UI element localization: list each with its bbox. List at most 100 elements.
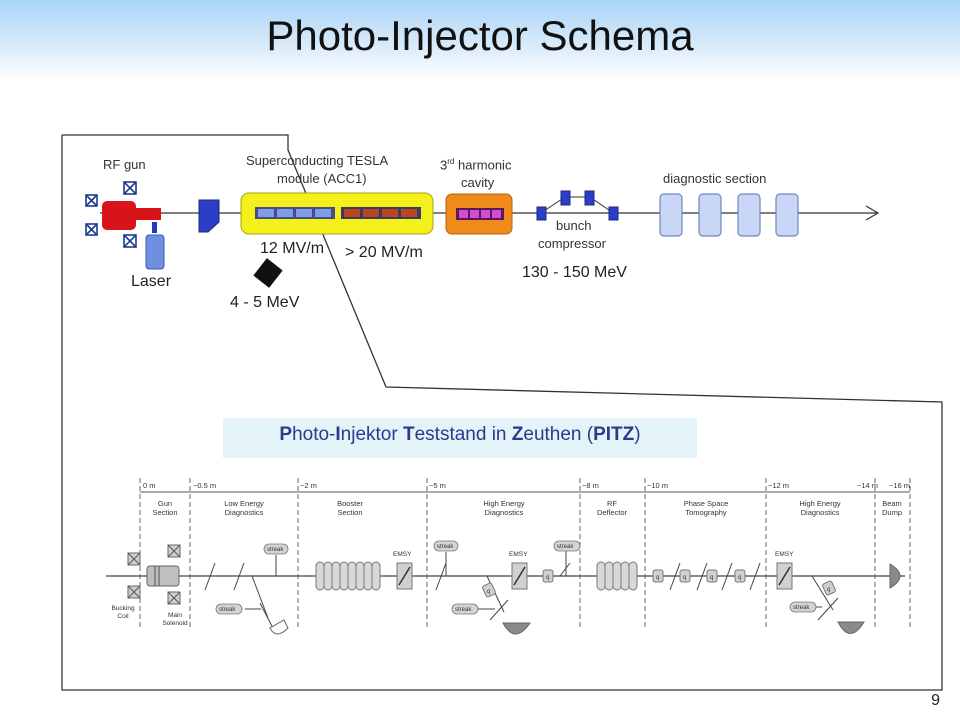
section-booster-1: Booster <box>337 499 363 508</box>
harmonic-prefix: 3 <box>440 157 448 173</box>
section-hed2-1: High Energy <box>799 499 841 508</box>
pitz-w4b: euthen ( <box>523 424 594 445</box>
title-band <box>0 0 960 80</box>
streak-label-3: streak <box>437 544 454 550</box>
harmonic-rest: harmonic <box>454 157 512 173</box>
pitz-banner <box>223 418 697 458</box>
tesla-label-line2: module (ACC1) <box>277 171 367 186</box>
tesla-module <box>240 192 434 235</box>
chicane-magnets <box>536 190 619 221</box>
booster-cavity <box>315 561 381 591</box>
laser-label: Laser <box>131 273 172 290</box>
gun-coils <box>85 181 137 248</box>
page-number: 9 <box>931 692 940 709</box>
harmonic-sup: rd <box>447 157 455 166</box>
bunch-label-line1: bunch <box>556 218 592 233</box>
pitz-w6: ) <box>634 424 641 445</box>
rf-gun-body <box>102 201 161 230</box>
diagnostic-label: diagnostic section <box>663 171 767 186</box>
emsy-label-3: EMSY <box>775 551 794 558</box>
high-energy-parts-1 <box>433 540 581 615</box>
distance-14: ~14 m <box>857 481 878 490</box>
pitz-w3b: eststand in <box>414 424 512 445</box>
bucking-coil-1: Bucking <box>111 605 135 612</box>
field-12-label: 12 MV/m <box>260 240 325 257</box>
distance-10: ~10 m <box>647 481 668 490</box>
distance-8: ~8 m <box>582 481 599 490</box>
section-led-2: Diagnostics <box>225 508 264 517</box>
section-rf-1: RF <box>607 499 617 508</box>
section-hed-1: High Energy <box>483 499 525 508</box>
main-solenoid-2: Solenoid <box>162 620 188 627</box>
streak-label-1: streak <box>267 547 284 553</box>
chicane-path <box>540 196 614 214</box>
section-dump-2: Dump <box>882 508 902 517</box>
beam-arrow-head <box>865 205 880 221</box>
section-labels: Gun Section Low Energy Diagnostics Boost… <box>152 499 902 517</box>
section-hed2-2: Diagnostics <box>801 508 840 517</box>
section-led-1: Low Energy <box>224 499 264 508</box>
bucking-coil-2: Coil <box>117 613 129 620</box>
slide-title: Photo-Injector Schema <box>266 12 694 59</box>
diagnostic-units <box>659 193 799 237</box>
low-energy-dump <box>253 258 283 288</box>
high-energy-parts-2 <box>776 562 836 613</box>
pitz-w2b: njektor <box>340 424 403 445</box>
distance-05: ~0.5 m <box>193 481 216 490</box>
section-pst-2: Tomography <box>685 508 727 517</box>
energy-low-label: 4 - 5 MeV <box>230 294 300 311</box>
q-label-6: q <box>738 575 741 581</box>
tesla-label-line1: Superconducting TESLA <box>246 153 389 168</box>
pitz-title: Photo-Injektor Teststand in Zeuthen (PIT… <box>223 424 697 446</box>
streak-label-5: streak <box>557 544 574 550</box>
section-hed-2: Diagnostics <box>485 508 524 517</box>
rf-gun-label: RF gun <box>103 157 146 172</box>
streak-label-4: streak <box>455 607 472 613</box>
distance-0: 0 m <box>143 481 156 490</box>
q-label-7: q <box>827 587 830 593</box>
section-pst-1: Phase Space <box>684 499 729 508</box>
zoom-outline <box>61 134 943 691</box>
field-20-label: > 20 MV/m <box>345 244 423 261</box>
pitz-w4a: Z <box>511 424 524 445</box>
q-label-4: q <box>683 575 686 581</box>
q-label-5: q <box>710 575 713 581</box>
distance-12: ~12 m <box>768 481 789 490</box>
section-rf-2: Deflector <box>597 508 628 517</box>
emsy-label-2: EMSY <box>509 551 528 558</box>
harmonic-label-line2: cavity <box>461 175 495 190</box>
high-energy-diagnostics-1 <box>435 551 571 635</box>
tesla-cavities <box>255 207 421 219</box>
section-booster-2: Section <box>337 508 362 517</box>
pitz-w1b: hoto- <box>292 424 336 445</box>
main-solenoid-1: Main <box>168 612 182 619</box>
distance-2: ~2 m <box>300 481 317 490</box>
distance-16: ~16 m <box>889 481 910 490</box>
section-gun-1: Gun <box>158 499 172 508</box>
dipole-magnet <box>198 199 220 233</box>
laser-port <box>152 222 157 233</box>
distance-labels: 0 m ~0.5 m ~2 m ~5 m ~8 m ~10 m ~12 m ~1… <box>143 481 910 490</box>
beam-dump <box>889 563 901 589</box>
bunch-label-line2: compressor <box>538 236 606 251</box>
q-label-2: q <box>487 589 490 595</box>
pitz-w2a: I <box>335 424 341 445</box>
harmonic-cells <box>456 208 504 220</box>
section-gun-2: Section <box>152 508 177 517</box>
pitz-w1a: P <box>279 424 293 445</box>
gun-section-components <box>127 544 181 605</box>
phase-space-tomography <box>652 562 761 591</box>
rf-deflector <box>596 561 638 591</box>
streak-tags-low <box>215 543 289 615</box>
pitz-w3a: T <box>402 424 415 445</box>
low-energy-diagnostics <box>204 555 289 635</box>
q-label-3: q <box>656 575 659 581</box>
emsy-label-1: EMSY <box>393 551 412 558</box>
energy-high-label: 130 - 150 MeV <box>522 264 627 281</box>
q-label-1: q <box>546 575 549 581</box>
harmonic-label-line1: 3rd harmonic <box>440 157 511 172</box>
streak-label-2: streak <box>219 607 236 613</box>
distance-5: ~5 m <box>429 481 446 490</box>
pitz-w5: PITZ <box>593 424 635 445</box>
